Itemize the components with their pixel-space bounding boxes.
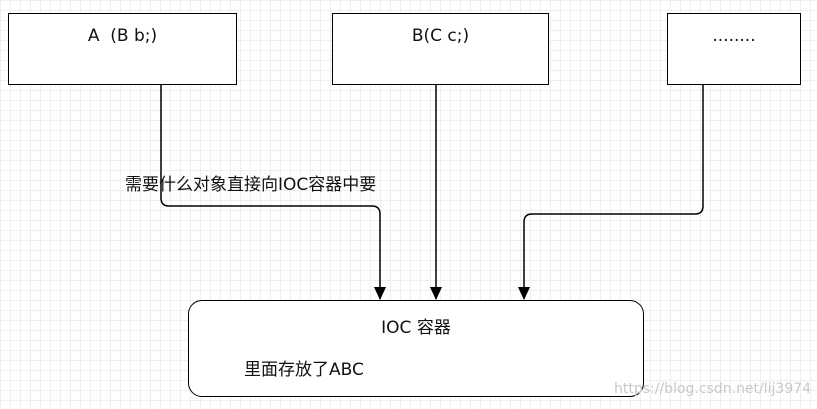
node-a-label: A (B b;) (87, 26, 158, 46)
node-b: B(C c;) (332, 13, 549, 85)
node-ellipsis: ........ (667, 13, 801, 85)
node-a: A (B b;) (8, 13, 237, 85)
arrow-a-to-ioc (160, 85, 381, 299)
node-b-label: B(C c;) (411, 26, 470, 46)
arrowhead-a (374, 287, 386, 300)
arrowhead-b (430, 287, 442, 300)
annotation-text: 需要什么对象直接向IOC容器中要 (125, 175, 377, 195)
ioc-title: IOC 容器 (381, 318, 451, 338)
watermark: https://blog.csdn.net/lij3974 (614, 381, 812, 397)
ioc-content: 里面存放了ABC (244, 360, 364, 380)
ioc-container-node: IOC 容器 里面存放了ABC (188, 300, 644, 397)
node-ellipsis-label: ........ (712, 26, 756, 46)
arrow-c-to-ioc (523, 85, 704, 299)
arrowhead-c (518, 287, 530, 300)
